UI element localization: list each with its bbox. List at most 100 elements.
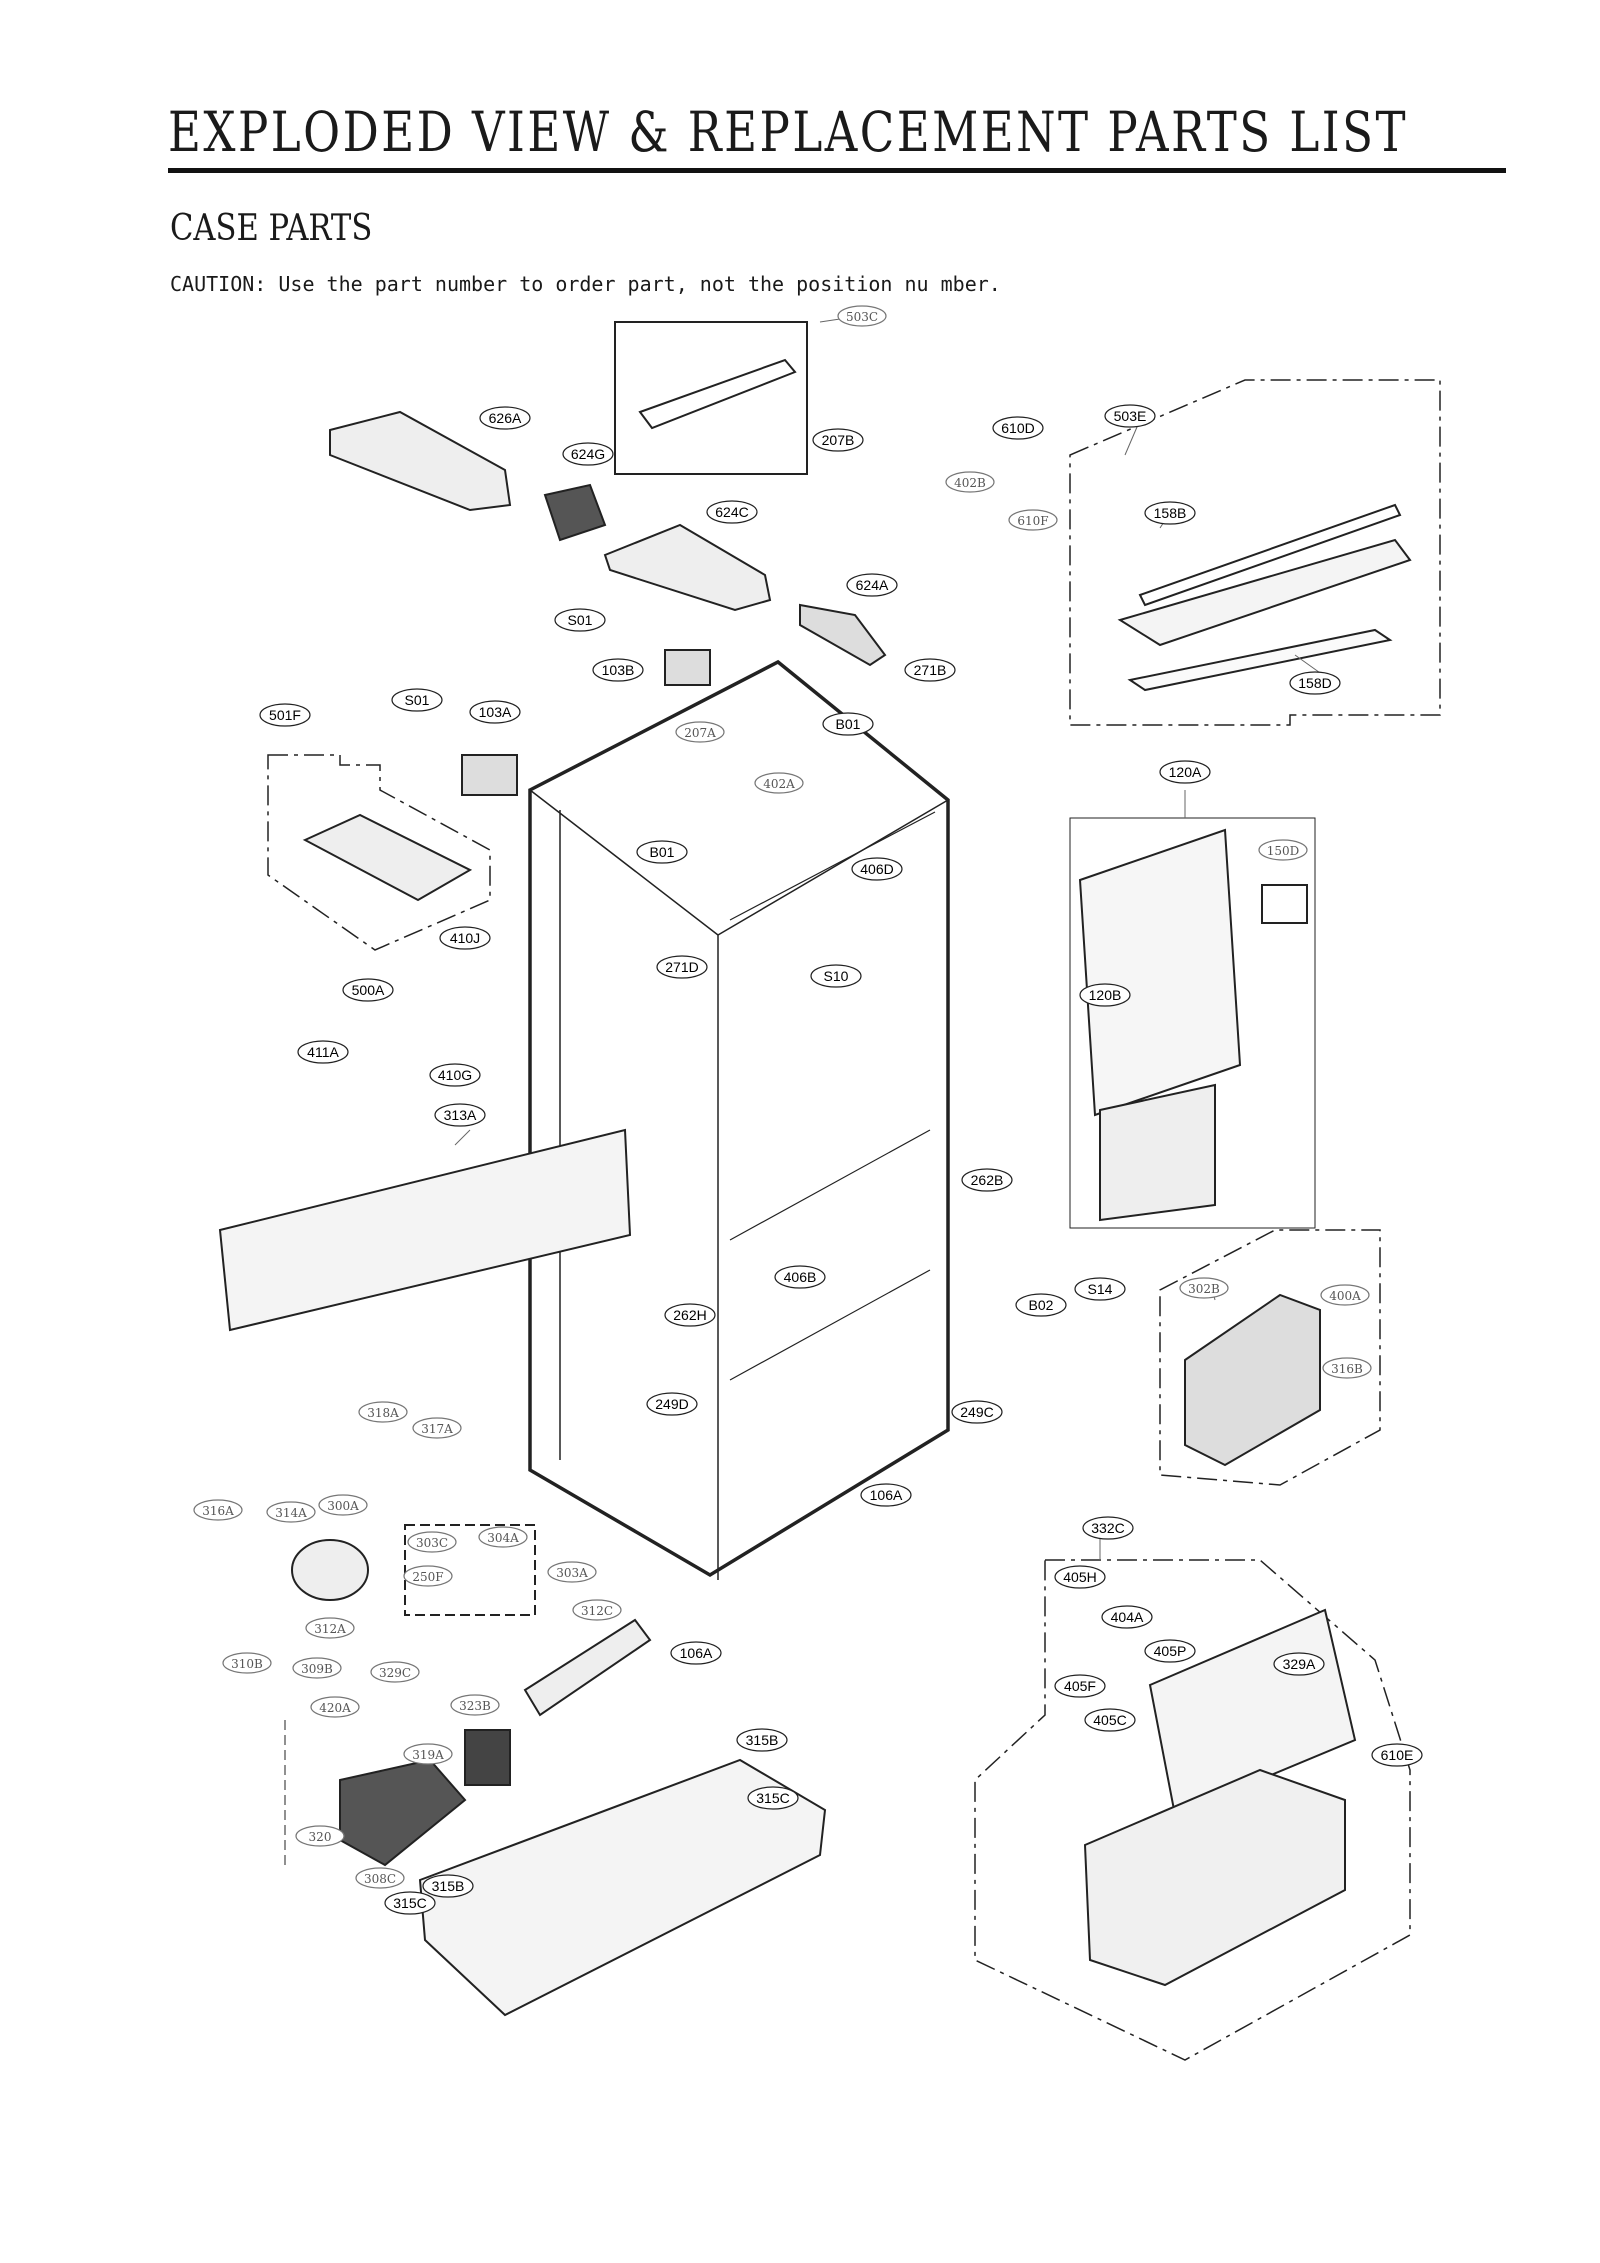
part-label-249d: 249D <box>646 1392 698 1416</box>
part-label-s14: S14 <box>1074 1277 1126 1301</box>
part-label-text: 207A <box>684 726 716 740</box>
part-label-text: 315C <box>756 1790 789 1806</box>
part-label-text: 624G <box>571 446 605 462</box>
part-label-320: 320 <box>295 1825 345 1847</box>
part-label-text: 503E <box>1114 408 1147 424</box>
part-label-304a: 304A <box>478 1526 528 1548</box>
part-label-text: 501F <box>269 707 301 723</box>
part-label-316b: 316B <box>1322 1357 1372 1379</box>
control-panel <box>638 358 797 430</box>
part-label-text: 300A <box>327 1499 359 1513</box>
part-label-text: 503C <box>846 310 878 324</box>
machine-cover-313a <box>218 1128 632 1332</box>
part-label-text: 271D <box>665 959 698 975</box>
part-label-120a: 120A <box>1159 760 1211 784</box>
evaporator-cover-box <box>1069 817 1316 1229</box>
condenser-group-302b <box>1159 1229 1381 1486</box>
part-label-text: S10 <box>824 968 849 984</box>
part-label-262b: 262B <box>961 1168 1013 1192</box>
part-label-text: 405P <box>1154 1643 1187 1659</box>
part-label-271b: 271B <box>904 658 956 682</box>
part-label-text: 303C <box>416 1536 448 1550</box>
part-label-text: 249C <box>960 1404 993 1420</box>
compressor-300a <box>291 1539 369 1601</box>
fan-323b <box>464 1729 511 1786</box>
part-label-626a: 626A <box>479 406 531 430</box>
part-label-250f: 250F <box>403 1565 453 1587</box>
part-label-310b: 310B <box>222 1652 272 1674</box>
part-label-318a: 318A <box>358 1401 408 1423</box>
part-label-text: 207B <box>822 432 855 448</box>
part-label-text: 315B <box>746 1732 779 1748</box>
part-label-503c: 503C <box>837 305 887 327</box>
cabinet-outline <box>528 659 950 1578</box>
group-303a <box>404 1524 536 1616</box>
part-label-405f: 405F <box>1054 1674 1106 1698</box>
part-label-624c: 624C <box>706 500 758 524</box>
part-label-500a: 500A <box>342 978 394 1002</box>
part-label-103a: 103A <box>469 700 521 724</box>
tray-626a <box>329 410 512 512</box>
part-label-411a: 411A <box>297 1040 349 1064</box>
part-label-249c: 249C <box>951 1400 1003 1424</box>
part-label-text: B02 <box>1029 1297 1054 1313</box>
part-label-text: 610E <box>1381 1747 1414 1763</box>
part-label-text: 106A <box>680 1645 713 1661</box>
part-103a <box>461 754 518 796</box>
part-label-text: 410J <box>450 930 480 946</box>
part-label-332c: 332C <box>1082 1516 1134 1540</box>
part-label-410j: 410J <box>439 926 491 950</box>
part-label-308c: 308C <box>355 1867 405 1889</box>
part-label-text: 420A <box>319 1701 351 1715</box>
section-title: CASE PARTS <box>170 208 373 249</box>
part-label-309b: 309B <box>292 1657 342 1679</box>
part-label-text: B01 <box>836 716 861 732</box>
part-label-158d: 158D <box>1289 671 1341 695</box>
part-label-610e: 610E <box>1371 1743 1423 1767</box>
part-label-text: 158D <box>1298 675 1331 691</box>
part-label-text: 250F <box>412 1570 443 1584</box>
part-label-text: 323B <box>459 1699 491 1713</box>
part-label-text: 405F <box>1064 1678 1096 1694</box>
part-label-316a: 316A <box>193 1499 243 1521</box>
fan-group-332c <box>974 1559 1411 2061</box>
part-label-text: 158B <box>1154 505 1187 521</box>
part-label-layer: 503C626A624G207B610D402B610F624C503E158B… <box>193 305 1423 1915</box>
part-label-315c: 315C <box>384 1891 436 1915</box>
part-label-300a: 300A <box>318 1494 368 1516</box>
part-label-120b: 120B <box>1079 983 1131 1007</box>
part-label-271d: 271D <box>656 955 708 979</box>
part-label-315b: 315B <box>422 1874 474 1898</box>
part-label-text: 312A <box>314 1622 346 1636</box>
part-label-s01: S01 <box>554 608 606 632</box>
part-label-319a: 319A <box>403 1743 453 1765</box>
part-label-503e: 503E <box>1104 404 1156 428</box>
part-label-b01: B01 <box>636 840 688 864</box>
part-label-text: 309B <box>301 1662 333 1676</box>
base-plate <box>418 1758 827 2017</box>
group-503e <box>1069 379 1441 726</box>
part-label-text: 120B <box>1089 987 1122 1003</box>
part-label-text: 308C <box>364 1872 396 1886</box>
part-label-610d: 610D <box>992 416 1044 440</box>
duct-312c <box>523 1618 652 1717</box>
part-label-text: 410G <box>438 1067 472 1083</box>
part-label-624g: 624G <box>562 442 614 466</box>
part-label-207a: 207A <box>675 721 725 743</box>
part-label-text: 103A <box>479 704 512 720</box>
part-label-329c: 329C <box>370 1661 420 1683</box>
part-label-313a: 313A <box>434 1103 486 1127</box>
part-label-text: 411A <box>307 1044 339 1060</box>
part-label-text: 271B <box>914 662 947 678</box>
cartridge-624a <box>799 603 887 667</box>
part-label-158b: 158B <box>1144 501 1196 525</box>
part-label-207b: 207B <box>812 428 864 452</box>
part-label-text: 312C <box>581 1604 613 1618</box>
part-label-315b: 315B <box>736 1728 788 1752</box>
part-label-text: 329C <box>379 1666 411 1680</box>
part-label-text: 329A <box>1283 1656 1316 1672</box>
part-label-text: S01 <box>405 692 430 708</box>
part-label-text: 302B <box>1188 1282 1220 1296</box>
control-panel-box <box>614 321 808 475</box>
